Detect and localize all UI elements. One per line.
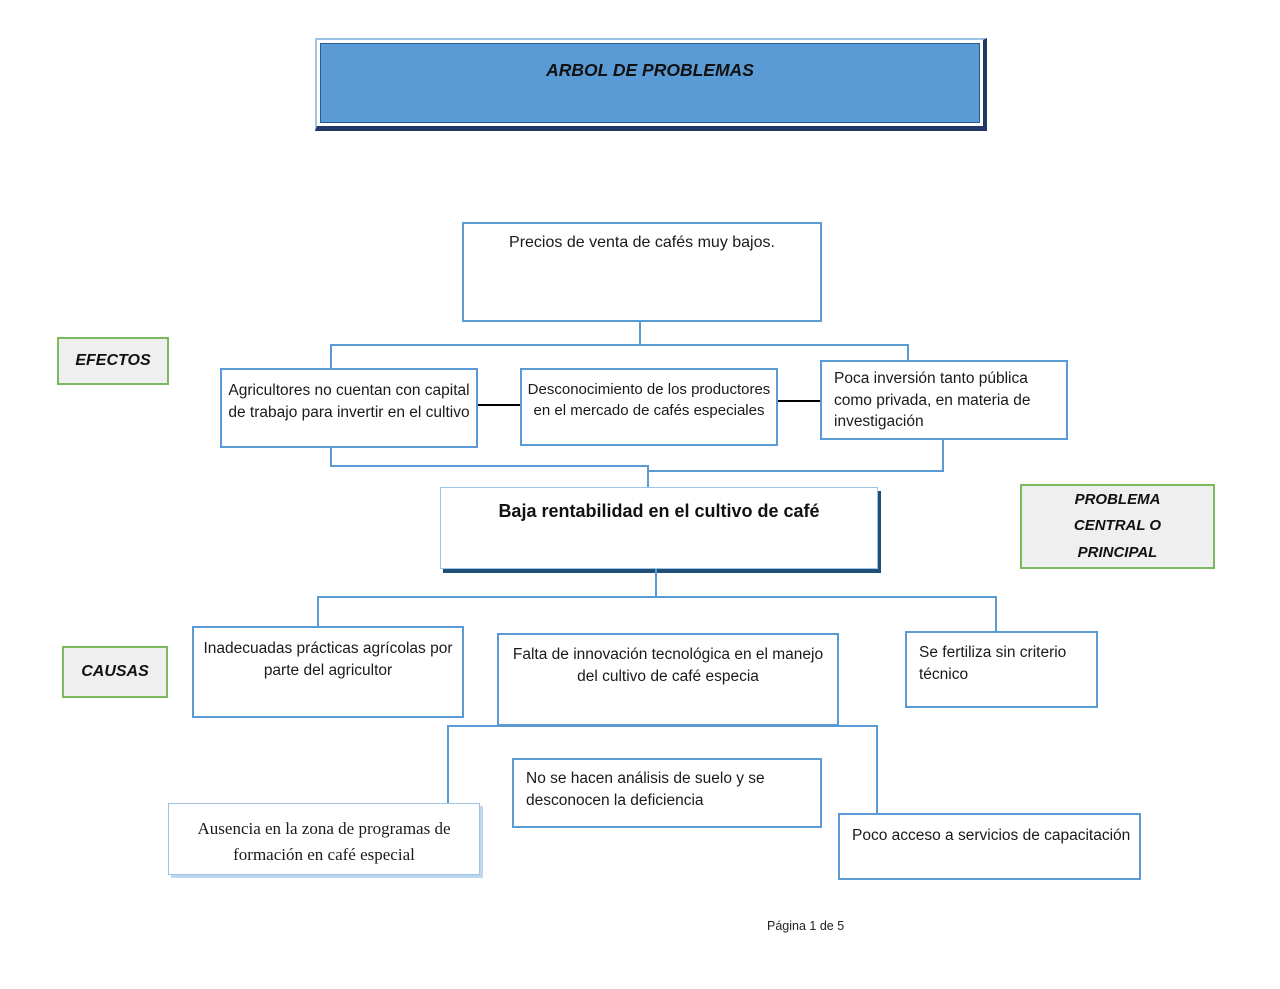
- page-number-text: Página 1 de 5: [767, 919, 845, 933]
- node-top-effect-text: Precios de venta de cafés muy bajos.: [509, 234, 775, 251]
- label-efectos: EFECTOS: [57, 337, 169, 385]
- connector-top-stub: [639, 322, 641, 345]
- node-effect-inversion-text: Poca inversión tanto pública como privad…: [834, 370, 1031, 431]
- connector-central-bottom-stub: [655, 569, 657, 598]
- node-effect-desconocimiento-text: Desconocimiento de los productores en el…: [527, 381, 771, 419]
- connector-effects-left-drop: [330, 344, 332, 370]
- label-causas: CAUSAS: [62, 646, 168, 698]
- node-effect-capital: Agricultores no cuentan con capital de t…: [220, 368, 478, 448]
- label-problema-central-text: PROBLEMA CENTRAL O PRINCIPAL: [1073, 491, 1162, 561]
- connector-subcause-right-drop: [876, 725, 878, 813]
- node-effect-capital-text: Agricultores no cuentan con capital de t…: [228, 382, 470, 421]
- node-subcause-capacitacion: Poco acceso a servicios de capacitación: [838, 813, 1141, 880]
- node-cause-practicas: Inadecuadas prácticas agrícolas por part…: [192, 626, 464, 718]
- node-subcause-suelo-text: No se hacen análisis de suelo y se desco…: [526, 770, 765, 809]
- node-central-problem-text: Baja rentabilidad en el cultivo de café: [498, 501, 820, 521]
- connector-effect1-effect2: [478, 404, 520, 406]
- node-cause-fertiliza-text: Se fertiliza sin criterio técnico: [919, 644, 1067, 683]
- page-number: Página 1 de 5: [767, 919, 844, 933]
- node-subcause-suelo: No se hacen análisis de suelo y se desco…: [512, 758, 822, 828]
- node-effect-desconocimiento: Desconocimiento de los productores en el…: [520, 368, 778, 446]
- title-banner-text: ARBOL DE PROBLEMAS: [320, 43, 980, 123]
- node-effect-inversion: Poca inversión tanto pública como privad…: [820, 360, 1068, 440]
- node-cause-fertiliza: Se fertiliza sin criterio técnico: [905, 631, 1098, 708]
- connector-subcauses-horizontal: [447, 725, 878, 727]
- connector-causes-right-drop: [995, 596, 997, 632]
- label-causas-text: CAUSAS: [81, 663, 149, 680]
- connector-central-right-horizontal: [647, 470, 944, 472]
- title-banner: ARBOL DE PROBLEMAS: [315, 38, 987, 131]
- node-subcause-ausencia: Ausencia en la zona de programas de form…: [168, 803, 480, 875]
- node-cause-practicas-text: Inadecuadas prácticas agrícolas por part…: [203, 640, 453, 679]
- connector-causes-left-drop: [317, 596, 319, 627]
- connector-causes-horizontal: [317, 596, 997, 598]
- node-cause-innovacion-text: Falta de innovación tecnológica en el ma…: [512, 646, 824, 685]
- node-subcause-capacitacion-text: Poco acceso a servicios de capacitación: [852, 827, 1131, 844]
- connector-effects-horizontal: [330, 344, 909, 346]
- connector-central-left-horizontal: [330, 465, 649, 467]
- node-subcause-ausencia-text: Ausencia en la zona de programas de form…: [197, 819, 451, 864]
- connector-effect3-down: [942, 440, 944, 472]
- connector-effect2-effect3: [778, 400, 820, 402]
- connector-central-top-stub: [647, 465, 649, 487]
- node-top-effect: Precios de venta de cafés muy bajos.: [462, 222, 822, 322]
- connector-effect1-down: [330, 448, 332, 467]
- node-central-problem: Baja rentabilidad en el cultivo de café: [440, 487, 878, 569]
- label-efectos-text: EFECTOS: [75, 352, 151, 369]
- connector-effects-right-drop: [907, 344, 909, 362]
- node-cause-innovacion: Falta de innovación tecnológica en el ma…: [497, 633, 839, 726]
- label-problema-central: PROBLEMA CENTRAL O PRINCIPAL: [1020, 484, 1215, 569]
- connector-subcause-left-drop: [447, 725, 449, 803]
